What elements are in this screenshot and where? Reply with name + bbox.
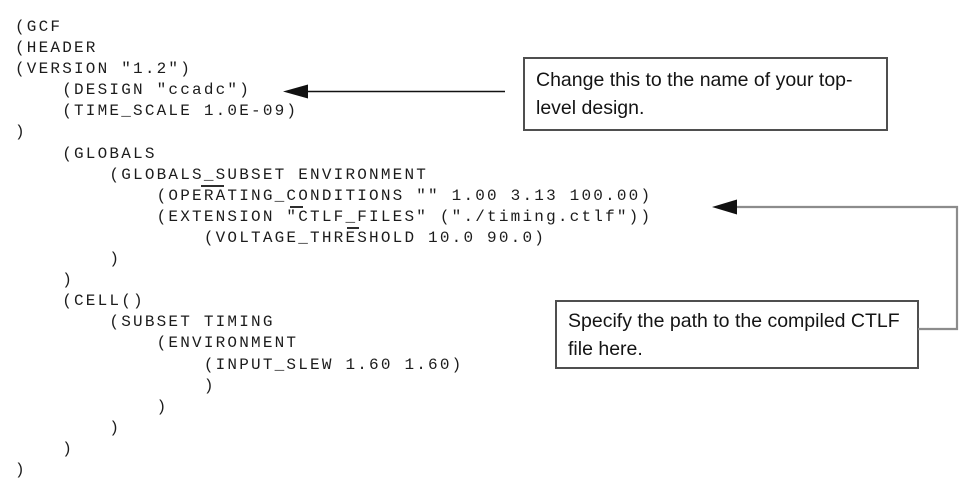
code-line: ) xyxy=(15,123,27,142)
callout-ctlf-note-text: Specify the path to the compiled CTLF fi… xyxy=(568,310,900,360)
code-line: ) xyxy=(15,376,216,395)
code-line: (GLOBALS_SUBSET ENVIRONMENT xyxy=(15,165,429,184)
code-line: (DESIGN "ccadc") xyxy=(15,81,252,100)
overline-artifact-threshold xyxy=(347,227,359,229)
code-line: ) xyxy=(15,271,75,290)
code-line: (SUBSET TIMING xyxy=(15,313,275,332)
code-line: ) xyxy=(15,397,169,416)
code-line: ) xyxy=(15,250,122,269)
code-line: (EXTENSION "CTLF_FILES" ("./timing.ctlf"… xyxy=(15,207,653,226)
ctlf-arrowhead-left-icon xyxy=(712,199,737,215)
code-line: (OPERATING_CONDITIONS "" 1.00 3.13 100.0… xyxy=(15,186,653,205)
overline-artifact-extension xyxy=(290,206,303,208)
callout-ctlf-note: Specify the path to the compiled CTLF fi… xyxy=(555,300,919,369)
code-line: (GCF xyxy=(15,18,63,36)
code-line: ) xyxy=(15,418,122,437)
code-line: (VERSION "1.2") xyxy=(15,60,193,79)
overline-artifact-operating xyxy=(201,185,224,187)
code-line: (VOLTAGE_THRESHOLD 10.0 90.0) xyxy=(15,228,547,247)
callout-design-note-text: Change this to the name of your top- lev… xyxy=(536,69,853,119)
code-line: ) xyxy=(15,460,27,479)
code-line: (CELL() xyxy=(15,292,145,311)
code-line: (HEADER xyxy=(15,39,98,58)
code-line: ) xyxy=(15,439,75,458)
callout-design-note: Change this to the name of your top- lev… xyxy=(523,57,888,131)
code-line: (GLOBALS xyxy=(15,144,157,163)
gcf-code-listing: (GCF (HEADER (VERSION "1.2") (DESIGN "ccad… xyxy=(15,17,652,481)
code-line: (ENVIRONMENT xyxy=(15,334,299,353)
code-line: (TIME_SCALE 1.0E-09) xyxy=(15,102,299,121)
code-line: (INPUT_SLEW 1.60 1.60) xyxy=(15,355,464,374)
